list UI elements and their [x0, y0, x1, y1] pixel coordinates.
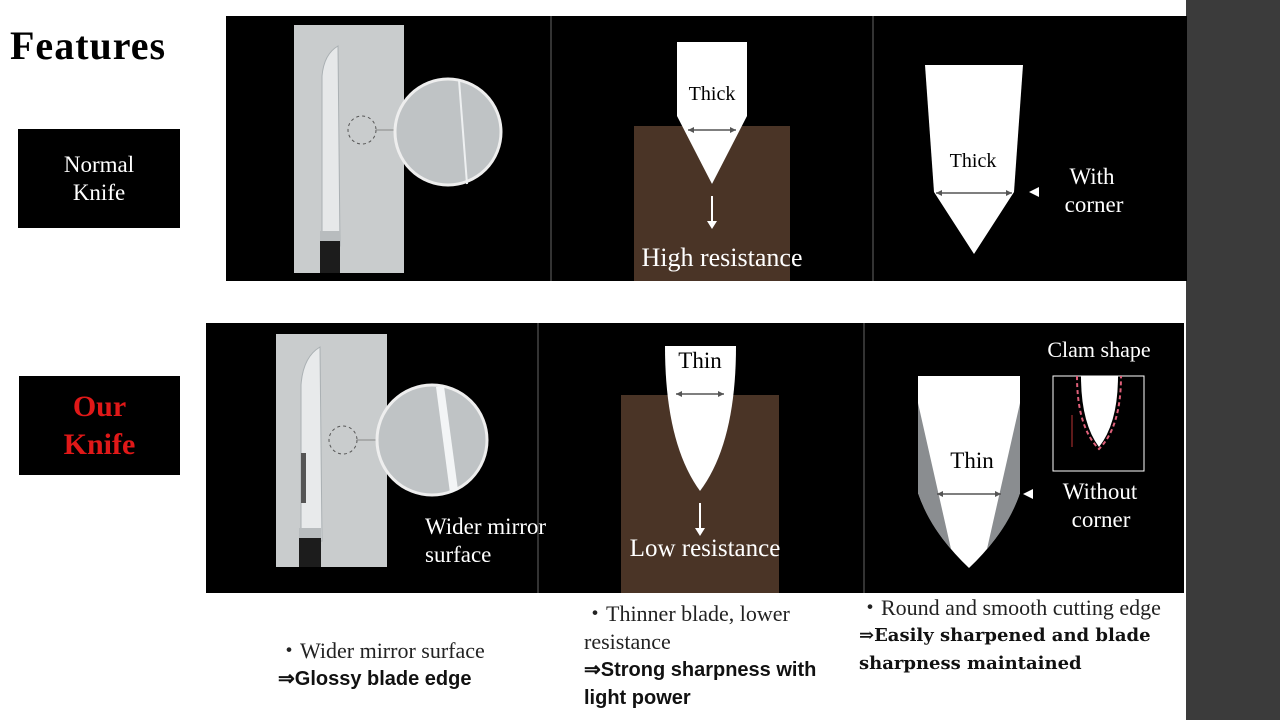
normal-corner-line1: With — [1069, 164, 1115, 189]
ours-knife-photo: Wider mirror surface — [276, 334, 546, 567]
ours-panel-graphics: Wider mirror surface Thin Low resistance… — [276, 323, 1151, 593]
caption-thinner-lead: ・Thinner blade, lower resistance — [584, 601, 790, 654]
ours-resistance-text: Low resistance — [630, 535, 781, 562]
ours-mirror-line2: surface — [425, 542, 491, 567]
ours-corner-line2: corner — [1072, 507, 1131, 532]
normal-blade-profile: Thick With corner — [925, 65, 1124, 254]
caption-mirror-result: ⇒Glossy blade edge — [278, 668, 472, 690]
caption-mirror-lead: ・Wider mirror surface — [278, 638, 485, 663]
ours-blade-profile: Thin Without corner Clam shape — [918, 337, 1151, 568]
normal-corner-line2: corner — [1065, 192, 1124, 217]
caption-thinner-result: ⇒Strong sharpness with light power — [584, 659, 817, 709]
caption-round-lead: ・Round and smooth cutting edge — [859, 595, 1161, 620]
caption-round: ・Round and smooth cutting edge ⇒Easily s… — [859, 594, 1186, 678]
ours-label-line1: Our — [72, 389, 127, 423]
caption-round-result: ⇒Easily sharpened and blade sharpness ma… — [859, 625, 1151, 674]
caption-thinner: ・Thinner blade, lower resistance ⇒Strong… — [584, 600, 849, 712]
normal-label-line2: Knife — [72, 179, 126, 205]
caption-mirror: ・Wider mirror surface ⇒Glossy blade edge — [278, 637, 568, 693]
ours-corner-line1: Without — [1063, 479, 1138, 504]
ours-clam-text: Clam shape — [1047, 337, 1150, 362]
ours-mirror-line1: Wider mirror — [425, 514, 546, 539]
ours-label-line2: Knife — [63, 427, 136, 461]
normal-label-line1: Normal — [63, 151, 135, 177]
slide-title: Features — [10, 23, 167, 68]
ours-thin-top-text: Thin — [678, 348, 722, 373]
normal-panel-graphics: Thick High resistance Thick With corner — [294, 16, 1124, 281]
normal-resistance-text: High resistance — [641, 243, 802, 272]
our-knife-panel: Wider mirror surface Thin Low resistance… — [206, 323, 1184, 593]
ours-thin-side-text: Thin — [950, 448, 994, 473]
normal-thick-top-text: Thick — [689, 83, 736, 105]
right-sidebar — [1186, 0, 1280, 720]
ours-wedge-diagram: Thin Low resistance — [621, 346, 780, 593]
normal-thick-side-text: Thick — [950, 150, 997, 172]
our-knife-label: Our Knife — [19, 376, 180, 475]
normal-knife-panel: Thick High resistance Thick With corner — [226, 16, 1187, 281]
normal-knife-label: Normal Knife — [18, 129, 180, 228]
normal-knife-photo — [294, 25, 503, 273]
normal-wedge-diagram: Thick High resistance — [634, 42, 803, 281]
